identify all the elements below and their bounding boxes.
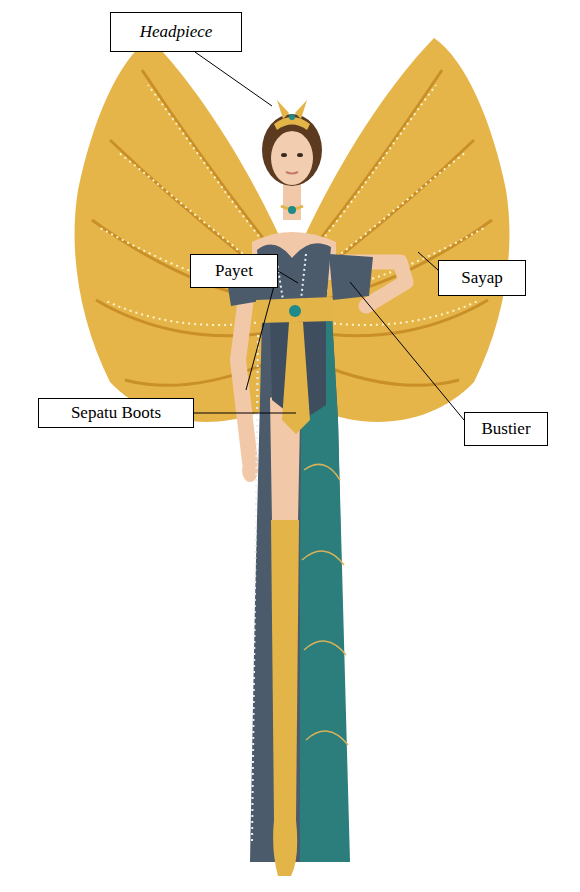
left-wing bbox=[75, 38, 288, 422]
leader-line bbox=[418, 252, 438, 270]
belt-gem bbox=[289, 305, 301, 317]
part-label: Sayap bbox=[461, 268, 503, 288]
label-box: Headpiece bbox=[110, 12, 242, 52]
part-label: Bustier bbox=[481, 419, 530, 439]
label-box: Payet bbox=[190, 254, 278, 288]
gold-tie bbox=[282, 322, 310, 434]
label-box: Sepatu Boots bbox=[38, 398, 194, 428]
leader-line bbox=[278, 271, 298, 283]
part-label: Headpiece bbox=[140, 22, 213, 42]
part-label: Payet bbox=[215, 261, 253, 281]
part-label: Sepatu Boots bbox=[71, 403, 161, 423]
leader-line bbox=[350, 282, 464, 420]
eye bbox=[297, 153, 303, 157]
leader-line bbox=[246, 271, 278, 390]
skirt-sequins bbox=[252, 335, 258, 845]
choker-gem bbox=[288, 206, 296, 214]
bustier-sequins bbox=[276, 254, 306, 300]
headpiece-gem bbox=[289, 114, 295, 120]
skirt-pattern bbox=[302, 464, 348, 745]
label-box: Bustier bbox=[464, 412, 548, 446]
leader-line bbox=[194, 413, 296, 414]
eye bbox=[281, 153, 287, 157]
mouth bbox=[286, 172, 298, 174]
boot bbox=[271, 520, 299, 876]
right-sleeve bbox=[329, 254, 373, 300]
leader-line bbox=[195, 52, 272, 106]
face bbox=[271, 131, 313, 185]
headpiece-horns bbox=[277, 100, 307, 119]
label-box: Sayap bbox=[438, 260, 526, 296]
hair bbox=[262, 114, 322, 186]
